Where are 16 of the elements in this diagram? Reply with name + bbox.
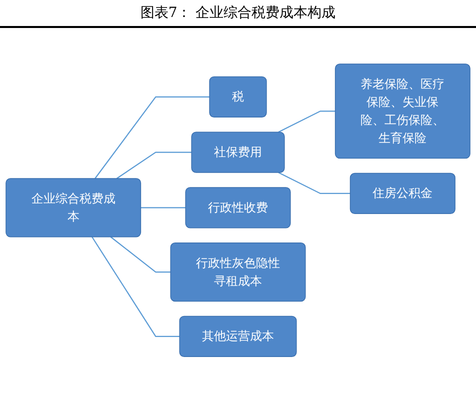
connector — [110, 236, 171, 273]
connector — [94, 96, 210, 180]
node-box: 企业综合税费成本 — [6, 178, 142, 238]
connector — [278, 110, 336, 133]
node-box: 行政性收费 — [185, 187, 291, 228]
node-box: 养老保险、医疗保险、失业保险、工伤保险、生育保险 — [334, 64, 470, 159]
connector — [140, 207, 186, 208]
connector — [92, 236, 180, 338]
connector — [116, 152, 192, 180]
node-box: 税 — [209, 76, 267, 118]
node-box: 其他运营成本 — [179, 316, 297, 358]
connector — [278, 172, 350, 194]
node-box: 社保费用 — [191, 132, 285, 174]
figure-title: 图表7： 企业综合税费成本构成 — [0, 0, 476, 28]
node-box: 行政性灰色隐性寻租成本 — [170, 242, 306, 302]
node-box: 住房公积金 — [350, 173, 456, 214]
